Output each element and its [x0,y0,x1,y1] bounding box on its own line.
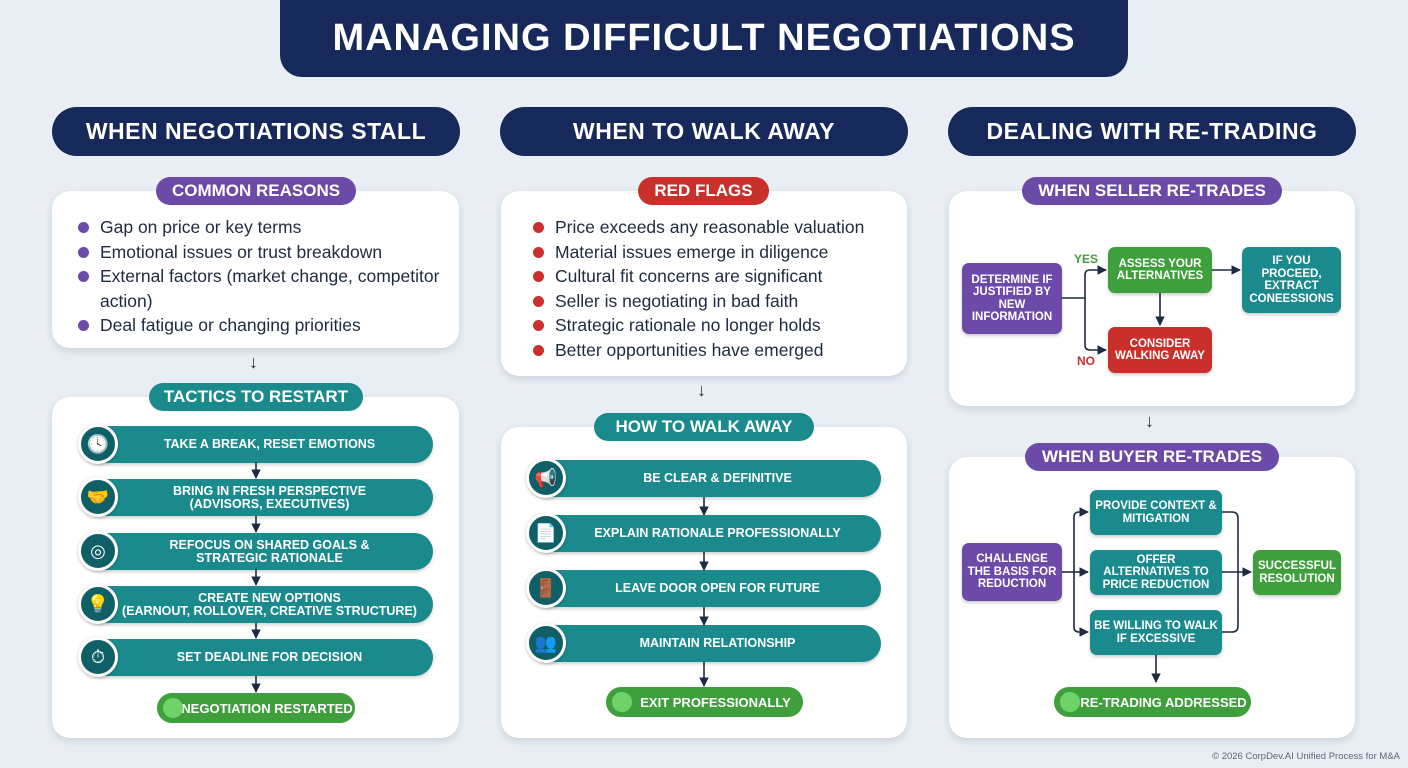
tactic-bar: CREATE NEW OPTIONS (EARNOUT, ROLLOVER, C… [82,586,433,623]
successful-resolution-node: SUCCESSFUL RESOLUTION [1253,550,1341,595]
assess-alternatives-node: ASSESS YOUR ALTERNATIVES [1108,247,1212,293]
megaphone-icon: 📢 [526,458,566,498]
no-label: NO [1077,354,1095,368]
list-item: Emotional issues or trust breakdown [78,240,448,265]
walk-step-bar: LEAVE DOOR OPEN FOR FUTURE [530,570,881,607]
common-reasons-label: COMMON REASONS [156,177,356,205]
people-icon: 👥 [526,623,566,663]
stopwatch-icon: ⏱ [78,637,118,677]
seller-retrade-label: WHEN SELLER RE-TRADES [1022,177,1282,205]
document-icon: 📄 [526,513,566,553]
door-icon: 🚪 [526,568,566,608]
walk-step-label: MAINTAIN RELATIONSHIP [639,636,796,650]
list-item: Deal fatigue or changing priorities [78,313,448,338]
header-negotiations-stall: WHEN NEGOTIATIONS STALL [52,107,460,156]
tactic-label: SET DEADLINE FOR DECISION [176,650,363,664]
consider-walking-node: CONSIDER WALKING AWAY [1108,327,1212,373]
lightbulb-icon: 💡 [78,584,118,624]
list-item: Seller is negotiating in bad faith [533,289,903,314]
red-flags-label: RED FLAGS [638,177,769,205]
determine-justified-node: DETERMINE IF JUSTIFIED BY NEW INFORMATIO… [962,263,1062,334]
header-walk-away: WHEN TO WALK AWAY [500,107,908,156]
common-reasons-list: Gap on price or key terms Emotional issu… [78,215,448,338]
list-item: Better opportunities have emerged [533,338,903,363]
re-trading-addressed-badge: RE-TRADING ADDRESSED [1054,687,1251,717]
list-item: Strategic rationale no longer holds [533,313,903,338]
offer-alternatives-node: OFFER ALTERNATIVES TO PRICE REDUCTION [1090,550,1222,595]
arrow-down-icon: ↓ [1145,411,1154,431]
walk-step-bar: MAINTAIN RELATIONSHIP [530,625,881,662]
challenge-basis-node: CHALLENGE THE BASIS FOR REDUCTION [962,543,1062,601]
list-item: Cultural fit concerns are significant [533,264,903,289]
header-re-trading: DEALING WITH RE-TRADING [948,107,1356,156]
walk-step-label: EXPLAIN RATIONALE PROFESSIONALLY [594,526,841,540]
tactic-label: TAKE A BREAK, RESET EMOTIONS [163,437,376,451]
list-item: External factors (market change, competi… [78,264,448,313]
list-item: Material issues emerge in diligence [533,240,903,265]
list-item: Gap on price or key terms [78,215,448,240]
list-item: Price exceeds any reasonable valuation [533,215,903,240]
tactic-label: BRING IN FRESH PERSPECTIVE (ADVISORS, EX… [172,483,367,511]
provide-context-node: PROVIDE CONTEXT & MITIGATION [1090,490,1222,535]
willing-to-walk-node: BE WILLING TO WALK IF EXCESSIVE [1090,610,1222,655]
red-flags-card: Price exceeds any reasonable valuation M… [501,191,907,376]
tactic-bar: TAKE A BREAK, RESET EMOTIONS [82,426,433,463]
page-title: MANAGING DIFFICULT NEGOTIATIONS [280,0,1128,77]
tactic-bar: REFOCUS ON SHARED GOALS & STRATEGIC RATI… [82,533,433,570]
tactic-bar: BRING IN FRESH PERSPECTIVE (ADVISORS, EX… [82,479,433,516]
walk-step-bar: BE CLEAR & DEFINITIVE [530,460,881,497]
tactic-bar: SET DEADLINE FOR DECISION [82,639,433,676]
arrow-down-icon: ↓ [697,380,706,400]
red-flags-list: Price exceeds any reasonable valuation M… [533,215,903,362]
tactic-label: CREATE NEW OPTIONS (EARNOUT, ROLLOVER, C… [122,590,417,618]
how-to-walk-label: HOW TO WALK AWAY [594,413,814,441]
clock-icon: 🕓 [78,424,118,464]
handshake-icon: 🤝 [78,477,118,517]
common-reasons-card: Gap on price or key terms Emotional issu… [52,191,459,348]
tactics-label: TACTICS TO RESTART [149,383,363,411]
yes-label: YES [1074,252,1099,266]
target-icon: ◎ [78,531,118,571]
buyer-retrade-label: WHEN BUYER RE-TRADES [1025,443,1279,471]
negotiation-restarted-badge: NEGOTIATION RESTARTED [157,693,355,723]
walk-step-label: BE CLEAR & DEFINITIVE [643,471,792,485]
copyright-footer: © 2026 CorpDev.AI Unified Process for M&… [1212,751,1400,762]
walk-step-bar: EXPLAIN RATIONALE PROFESSIONALLY [530,515,881,552]
arrow-down-icon: ↓ [249,352,258,372]
proceed-concessions-node: IF YOU PROCEED, EXTRACT CONEESSIONS [1242,247,1341,313]
exit-professionally-badge: EXIT PROFESSIONALLY [606,687,803,717]
tactic-label: REFOCUS ON SHARED GOALS & STRATEGIC RATI… [169,537,370,565]
walk-step-label: LEAVE DOOR OPEN FOR FUTURE [615,581,820,595]
